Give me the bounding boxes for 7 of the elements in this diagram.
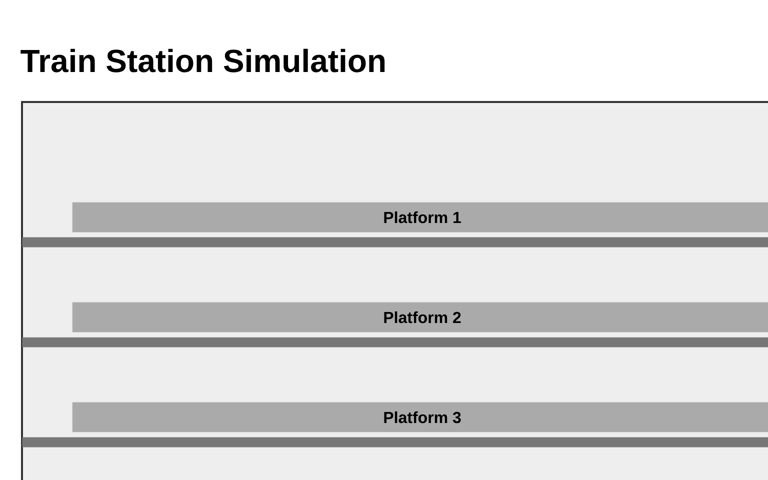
track-bar <box>22 337 768 348</box>
platform-box: Platform 1 <box>72 202 768 232</box>
track-bar <box>22 437 768 448</box>
platform-box: Platform 3 <box>72 402 768 432</box>
track-bar <box>22 237 768 248</box>
platform-box: Platform 2 <box>72 302 768 332</box>
title: Train Station Simulation <box>20 48 385 72</box>
